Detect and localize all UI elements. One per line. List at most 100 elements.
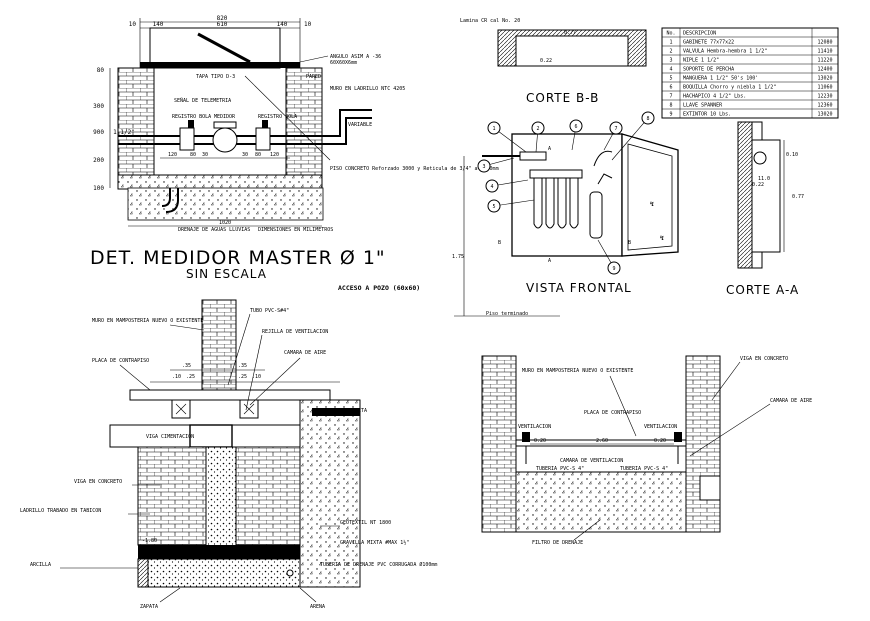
base-fill xyxy=(127,187,324,221)
wall-right xyxy=(285,67,323,189)
table-header-cell: No. xyxy=(666,31,675,37)
label-tuberia: TUBERIA DE DRENAJE PVC CORRUGADA Ø100mm xyxy=(320,561,437,568)
label-gravilla: GRAVILLA MIXTA #MAX 1½" xyxy=(340,539,409,546)
vent-label-camara-aire: CAMARA DE AIRE xyxy=(770,398,812,404)
label-drenaje: DRENAJE DE AGUAS LLUVIAS xyxy=(178,227,250,233)
vent-label-vent-l: VENTILACION xyxy=(518,424,551,430)
table-cell: 12230 xyxy=(817,94,832,100)
table-cell: 11410 xyxy=(817,49,832,55)
dim-vent-2: 2.60 xyxy=(596,438,608,444)
acceso-title: ACCESO A POZO (60x60) xyxy=(338,284,420,292)
dim-top-a: 140 xyxy=(153,21,164,28)
label-lamina: Lamina CR cal No. 20 xyxy=(460,18,520,24)
callout-number: 8 xyxy=(646,116,649,122)
table-cell: 7 xyxy=(669,94,672,100)
dim-aa-4: 0.77 xyxy=(792,194,804,200)
acceso-detail: ACCESO A POZO (60x60) .35 .35 .10 .25 .2… xyxy=(20,284,437,610)
mark-a-top: A xyxy=(548,146,551,152)
dim-25b: .25 xyxy=(238,374,247,380)
dim-30a: 30 xyxy=(202,152,208,158)
table-cell: 5 xyxy=(669,76,672,82)
label-acceso-muro: MURO EN MAMPOSTERIA NUEVO O EXISTENTE xyxy=(92,318,203,324)
callout-circle xyxy=(641,111,655,125)
label-muro: MURO EN LADRILLO NTC 4205 xyxy=(330,86,405,92)
label-zapata: ZAPATA xyxy=(140,604,158,610)
label-rejilla: REJILLA DE VENTILACION xyxy=(262,329,328,335)
dim-120b: 120 xyxy=(270,152,279,158)
angle-frame xyxy=(140,62,300,68)
vista-title: VISTA FRONTAL xyxy=(526,281,632,295)
gabinete-section: Lamina CR cal No. 20 0.77 0.22 CORTE B-B… xyxy=(452,18,839,317)
callout-number: 1 xyxy=(492,126,495,132)
corte-aa-wall xyxy=(737,121,753,269)
label-piso: PISO CONCRETO Reforzado 3000 y Reticula … xyxy=(330,166,499,172)
table-cell: 12360 xyxy=(817,103,832,109)
extinguisher xyxy=(589,191,603,239)
label-arcilla: ARCILLA xyxy=(30,562,51,568)
dim-bottom: 1020 xyxy=(219,220,231,226)
label-angulo-dim: 60X60X6mm xyxy=(330,60,357,66)
chimney xyxy=(201,299,237,396)
dim-10a: .10 xyxy=(172,374,181,380)
corte-aa-title: CORTE A-A xyxy=(726,283,799,297)
callout-circle xyxy=(477,159,491,173)
dim-left-900: 900 xyxy=(93,129,104,136)
medidor-title: DET. MEDIDOR MASTER Ø 1" xyxy=(90,247,386,269)
vent-wall-left xyxy=(481,355,517,533)
dim-120: 120 xyxy=(168,152,177,158)
dim-top-c: 140 xyxy=(277,21,288,28)
callout-number: 2 xyxy=(536,126,539,132)
dim-top-b: 610 xyxy=(217,21,228,28)
table-cell: 9 xyxy=(669,112,672,118)
label-units: DIMENSIONES EN MILIMETROS xyxy=(258,227,333,233)
table-cell: GABINETE 77x77x22 xyxy=(683,40,734,46)
callout-leader xyxy=(493,199,535,207)
label-viga-conc: VIGA EN CONCRETO xyxy=(74,479,122,485)
slab xyxy=(129,389,331,401)
floor-slab xyxy=(117,174,323,190)
table-cell: BOQUILLA Chorro y niebla 1 1/2" xyxy=(683,85,776,91)
table-cell: 11060 xyxy=(817,85,832,91)
table-cell: 8 xyxy=(669,103,672,109)
table-cell: 1 xyxy=(669,40,672,46)
callout-number: 3 xyxy=(482,164,485,170)
corte-bb-box xyxy=(515,35,629,67)
label-registro-l: REGISTRO BOLA xyxy=(172,114,211,120)
dim-aa-1: 0.10 xyxy=(786,152,798,158)
callout-number: 9 xyxy=(612,266,615,272)
corte-bb-title: CORTE B-B xyxy=(526,91,599,105)
label-tapa: TAPA TIPO D-3 xyxy=(196,74,235,80)
table-cell: 4 xyxy=(669,67,672,73)
medidor-detail: 820 10 140 610 140 10 80 300 xyxy=(90,15,499,281)
table-cell: HACHAPICO 4 1/2" Lbs. xyxy=(683,94,746,100)
dim-30b: 30 xyxy=(242,152,248,158)
label-piso-terminado: Piso terminado xyxy=(486,311,528,317)
zapata-black xyxy=(138,545,300,559)
medidor-subtitle: SIN ESCALA xyxy=(186,267,267,281)
dim-10b: .10 xyxy=(252,374,261,380)
table-cell: 13020 xyxy=(817,112,832,118)
valve xyxy=(519,151,547,161)
cabinet-door xyxy=(621,133,679,257)
dim-left-80: 80 xyxy=(97,67,105,74)
hose-rack xyxy=(529,169,583,229)
callout-number: 6 xyxy=(574,124,577,130)
label-senal: SEÑAL DE TELEMETRIA xyxy=(174,97,231,104)
dim-35b: .35 xyxy=(238,363,247,369)
vent-slab xyxy=(515,439,687,447)
callout-circle xyxy=(607,261,621,275)
table-cell: NIPLE 1 1/2" xyxy=(683,58,719,64)
dim-bb-w: 0.77 xyxy=(564,30,576,36)
label-angulo: ANGULO ASIM A -36 xyxy=(330,54,381,60)
dim-left-300: 300 xyxy=(93,103,104,110)
table-cell: EXTINTOR 10 Lbs. xyxy=(683,112,731,118)
dim-vent-1: 0.20 xyxy=(534,438,546,444)
callout-leader xyxy=(493,127,527,153)
table-cell: SOPORTE DE PERCHA xyxy=(683,67,734,73)
dim-left-200: 200 xyxy=(93,157,104,164)
table-cell: 12080 xyxy=(817,40,832,46)
label-placa: PLACA DE CONTRAPISO xyxy=(92,358,149,364)
vent-label-tuberia-r: TUBERIA PVC-S 4" xyxy=(620,466,668,472)
dim-left-100: 100 xyxy=(93,185,104,192)
